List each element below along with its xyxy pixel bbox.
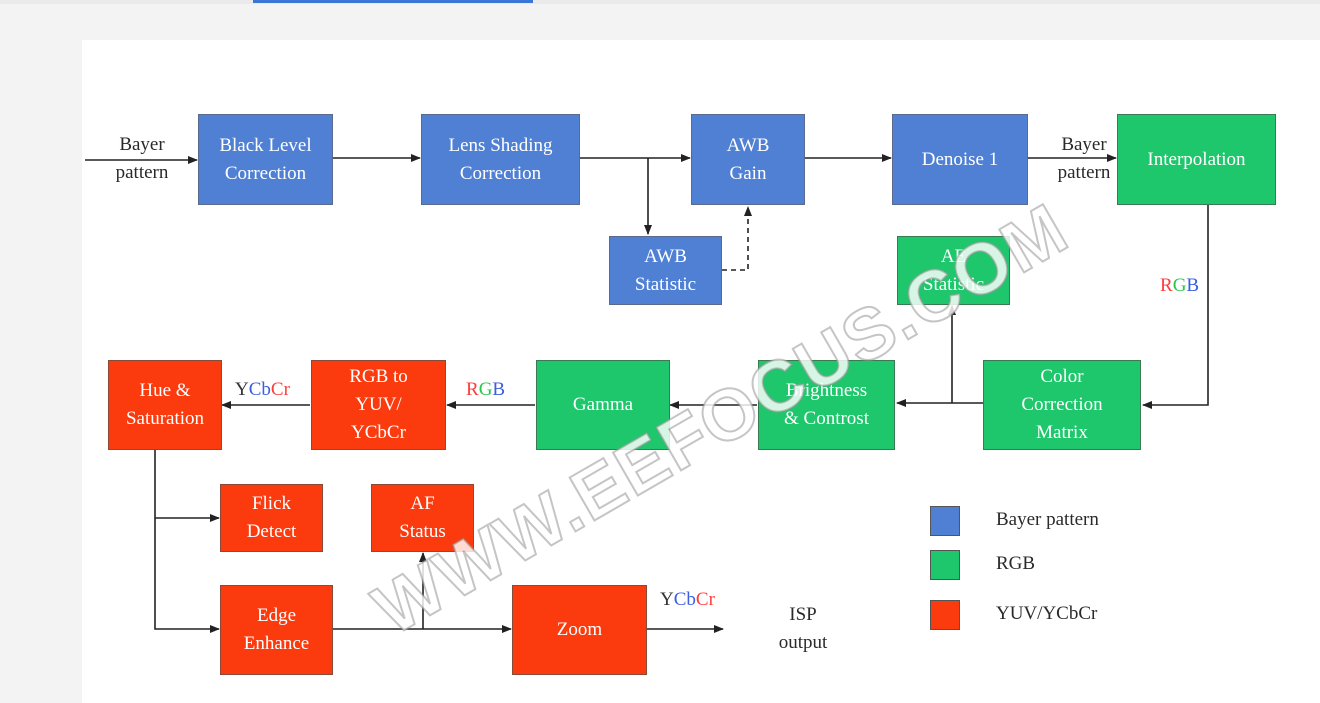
active-tab-indicator	[253, 0, 533, 3]
legend-bayer-label: Bayer pattern	[996, 509, 1099, 530]
hue-saturation-label: Hue & Saturation	[125, 380, 205, 429]
lens-shading-correction-label: Lens Shading Correction	[448, 134, 553, 184]
interpolation-label: Interpolation	[1147, 148, 1246, 170]
black-level-correction-block: Black Level Correction	[198, 114, 333, 205]
arrow-interpolation-to-ccm	[1142, 205, 1209, 409]
zoom-block: Zoom	[512, 585, 647, 675]
af-status-block: AF Status	[371, 484, 474, 552]
awb-statistic-label: AWB Statistic	[634, 245, 697, 295]
legend-yuv-label: YUV/YCbCr	[996, 603, 1098, 624]
legend-rgb-label: RGB	[996, 553, 1036, 574]
lens-shading-correction-block: Lens Shading Correction	[421, 114, 580, 205]
brightness-contrast-label: Brightness & Controst	[784, 380, 869, 429]
zoom-label: Zoom	[556, 619, 603, 640]
rgb-label-gamma: RGB	[466, 379, 506, 400]
brightness-contrast-block: Brightness & Controst	[758, 360, 895, 450]
legend-rgb-swatch	[930, 550, 960, 580]
color-correction-matrix-label: Color Correction Matrix	[1021, 366, 1103, 443]
rgb-to-yuv-label: RGB to YUV/ YCbCr	[349, 366, 408, 443]
gamma-label: Gamma	[572, 394, 634, 415]
ae-statistic-block: AE Statistic	[897, 236, 1010, 305]
interpolation-block: Interpolation	[1117, 114, 1276, 205]
edge-enhance-block: Edge Enhance	[220, 585, 333, 675]
rgb-label-interpolation: RGB	[1160, 275, 1200, 296]
ae-statistic-label: AE Statistic	[922, 245, 985, 295]
flick-detect-label: Flick Detect	[246, 493, 297, 542]
awb-statistic-block: AWB Statistic	[609, 236, 722, 305]
denoise-block: Denoise 1	[892, 114, 1028, 205]
isp-output-label: ISP output	[778, 604, 828, 653]
color-correction-matrix-block: Color Correction Matrix	[983, 360, 1141, 450]
gamma-block: Gamma	[536, 360, 670, 450]
ycbcr-label-output: YCbCr	[660, 589, 715, 610]
rgb-to-yuv-block: RGB to YUV/ YCbCr	[311, 360, 446, 450]
legend-bayer-swatch	[930, 506, 960, 536]
browser-top-bar	[0, 0, 1320, 4]
bayer-input-label: Bayer pattern	[115, 134, 169, 183]
ycbcr-label-hue: YCbCr	[235, 379, 290, 400]
denoise-label: Denoise 1	[921, 148, 999, 170]
awb-gain-label: AWB Gain	[726, 134, 770, 184]
hue-saturation-block: Hue & Saturation	[108, 360, 222, 450]
bayer-mid-label: Bayer pattern	[1057, 134, 1111, 183]
arrow-hue-to-edge	[154, 450, 220, 633]
dashed-awb-statistic-to-gain	[722, 206, 752, 271]
black-level-correction-label: Black Level Correction	[219, 134, 312, 184]
af-status-label: AF Status	[399, 493, 446, 542]
flick-detect-block: Flick Detect	[220, 484, 323, 552]
legend-yuv-swatch	[930, 600, 960, 630]
awb-gain-block: AWB Gain	[691, 114, 805, 205]
edge-enhance-label: Edge Enhance	[243, 605, 310, 654]
